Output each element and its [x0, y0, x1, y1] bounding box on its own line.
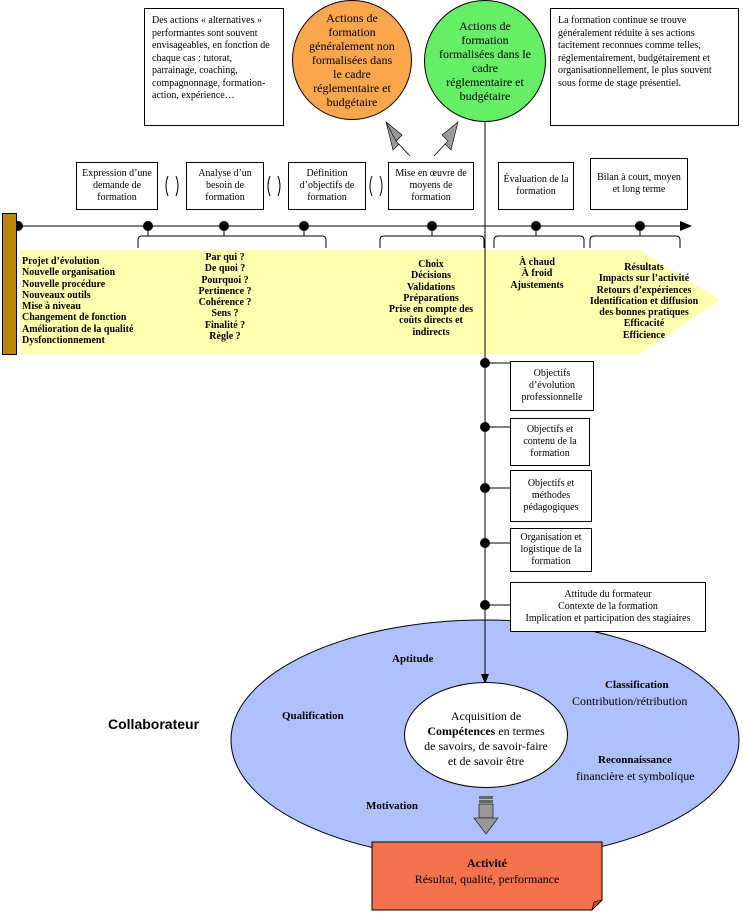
bracket-implementation — [379, 235, 485, 248]
side-box-pedagogical-methods: Objectifs et méthodes pédagogiques — [510, 470, 592, 522]
note-continuing-training: La formation continue se trouve générale… — [550, 8, 739, 126]
circle-informal-actions: Actions de formation généralement non fo… — [292, 0, 412, 120]
bracket-analysis — [137, 235, 327, 248]
flow-arrowhead — [481, 674, 489, 684]
gray-arrow-left — [385, 121, 411, 157]
label-classification: Classification — [605, 679, 669, 691]
label-contribution: Contribution/rétribution — [572, 694, 688, 708]
label-reconnaissance-sub: financière et symbolique — [576, 769, 695, 783]
activity-subtitle: Résultat, qualité, performance — [414, 872, 560, 886]
trigger-bar — [2, 213, 17, 355]
label-motivation: Motivation — [366, 800, 418, 812]
step-expression: Expression d’une demande de formation — [76, 162, 158, 210]
step-objectives: Définition d’objectifs de formation — [288, 162, 366, 210]
step-connectors — [165, 175, 383, 197]
activity-title: Activité — [467, 856, 507, 870]
step-evaluation: Évaluation de la formation — [498, 162, 574, 210]
label-collaborateur: Collaborateur — [108, 716, 200, 732]
circle-competences: Acquisition de Compétences en termes de … — [404, 682, 568, 788]
step-review: Bilan à court, moyen et long terme — [590, 158, 688, 210]
step-implementation: Mise en œuvre de moyens de formation — [388, 162, 474, 210]
label-reconnaissance: Reconnaissance — [598, 754, 672, 766]
label-aptitude: Aptitude — [392, 653, 434, 665]
side-box-professional-objectives: Objectifs d’évolution professionnelle — [510, 361, 594, 411]
gray-arrow-right — [433, 121, 459, 157]
gray-arrow-down — [473, 796, 499, 835]
analysis-questions: Par qui ?De quoi ?Pourquoi ?Pertinence ?… — [198, 252, 252, 343]
bracket-review — [589, 235, 681, 248]
note-alternatives: Des actions « alternatives » performante… — [144, 8, 284, 126]
side-box-content-objectives: Objectifs et contenu de la formation — [510, 418, 590, 466]
timeline-dots — [13, 221, 645, 231]
step-analysis: Analyse d’un besoin de formation — [186, 162, 264, 210]
side-box-logistics: Organisation et logistique de la formati… — [510, 528, 592, 572]
timeline-band — [20, 250, 720, 354]
bracket-evaluation — [493, 235, 585, 248]
timeline-arrowhead — [680, 221, 692, 231]
label-qualification: Qualification — [282, 710, 344, 722]
circle-formal-actions: Actions de formation formalisées dans le… — [424, 0, 546, 122]
